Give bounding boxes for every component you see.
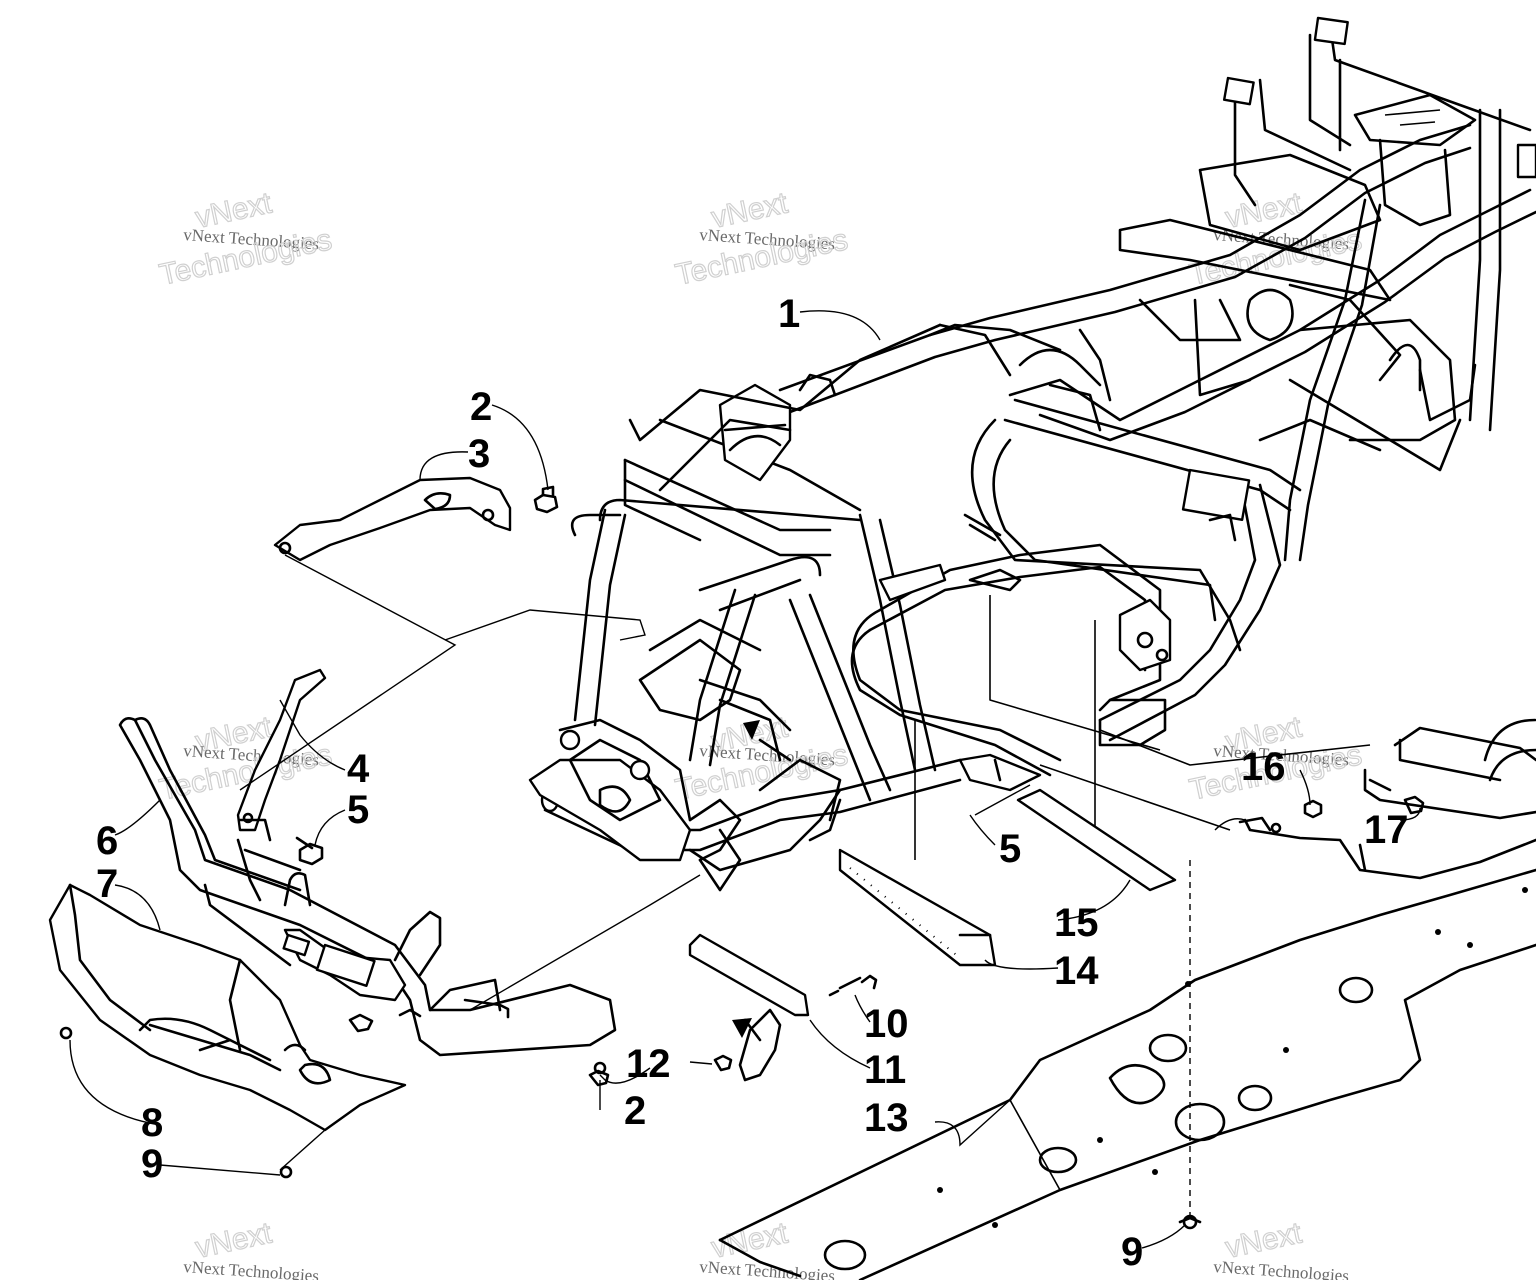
callout-12: 12 [626, 1042, 671, 1086]
watermark-line: vNext Technologies [183, 1257, 320, 1280]
main-frame [528, 16, 1536, 1038]
callout-16: 16 [1241, 745, 1286, 789]
callout-9: 9 [1121, 1230, 1143, 1274]
watermark-line: vNext Technologies [699, 1257, 836, 1280]
callout-9: 9 [141, 1142, 163, 1186]
callout-labels: 1 2 3 4 5 5 6 7 8 9 9 10 11 12 2 13 14 1… [96, 292, 1409, 1274]
callout-5: 5 [347, 788, 369, 832]
callout-8: 8 [141, 1101, 163, 1145]
center-parts [688, 788, 1202, 1224]
watermark: vNext vNext Technologies Technologies [672, 186, 851, 293]
watermark: vNext vNext Technologies [699, 1216, 836, 1280]
callout-13: 13 [864, 1096, 909, 1140]
callout-4: 4 [347, 747, 370, 791]
front-guard [48, 883, 1198, 1230]
callout-14: 14 [1054, 949, 1099, 993]
rear-footrest [1238, 718, 1536, 880]
callout-6: 6 [96, 819, 118, 863]
watermark: vNext vNext Technologies Technologies [156, 186, 335, 293]
watermark-line: vNext Technologies [1213, 1257, 1350, 1280]
callout-11: 11 [864, 1048, 906, 1092]
callout-3: 3 [468, 432, 490, 476]
front-bumper [118, 717, 617, 1057]
callout-5: 5 [999, 827, 1021, 871]
bracket-3 [273, 476, 559, 562]
skid-plate [718, 868, 1536, 1280]
callout-2: 2 [624, 1089, 646, 1133]
callout-2: 2 [470, 385, 492, 429]
callout-17: 17 [1364, 808, 1409, 852]
leader-lines [69, 310, 1421, 1249]
callout-15: 15 [1054, 901, 1099, 945]
watermark: vNext vNext Technologies [183, 1216, 320, 1280]
callout-1: 1 [778, 292, 800, 336]
callout-7: 7 [96, 862, 118, 906]
bracket-4 [236, 668, 327, 866]
watermark: vNext vNext Technologies [1213, 1216, 1350, 1280]
callout-10: 10 [864, 1002, 909, 1046]
